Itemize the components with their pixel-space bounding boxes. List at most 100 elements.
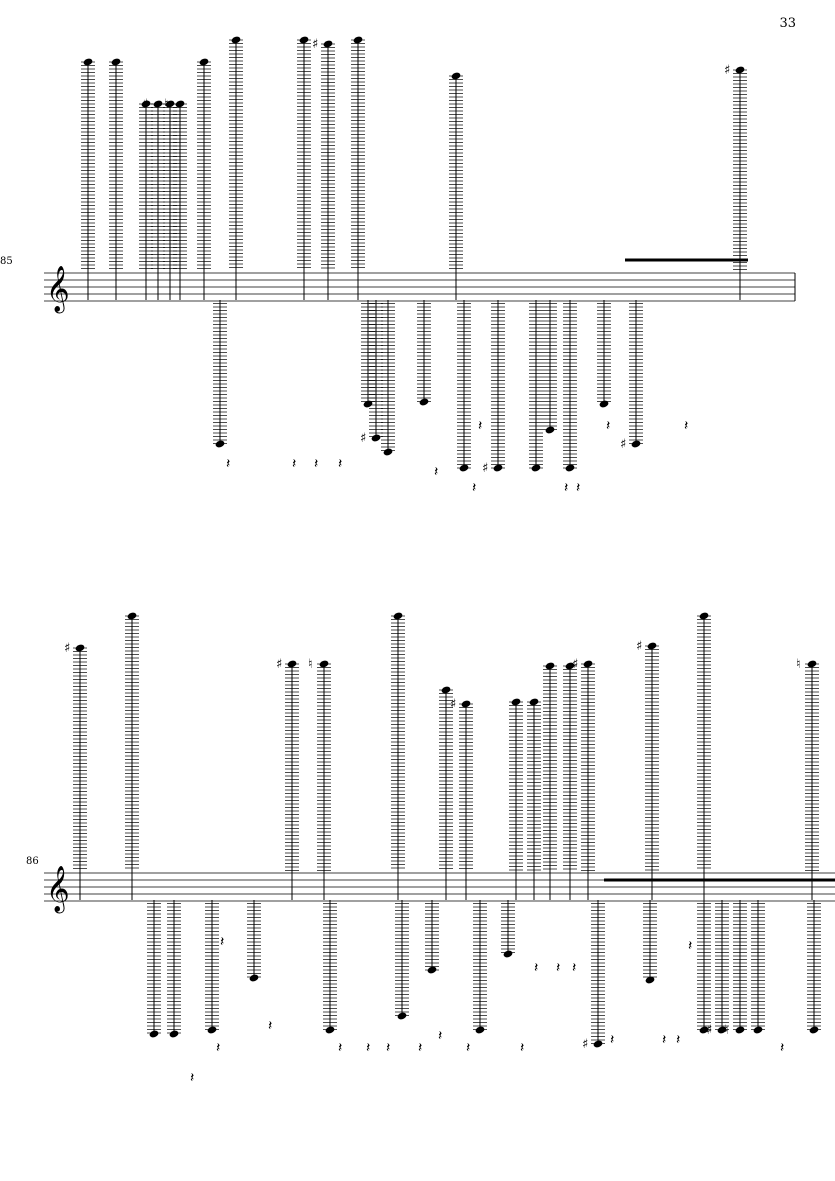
sharp-icon: ♯ (276, 657, 282, 672)
rest-icon: 𝄽 (606, 418, 610, 434)
rest-icon: 𝄽 (314, 456, 318, 472)
rest-icon: 𝄽 (478, 418, 482, 434)
sharp-icon: ♯ (360, 431, 366, 446)
note-head (807, 660, 817, 668)
sharp-icon: ♯ (64, 641, 70, 656)
note-head (83, 58, 93, 66)
natural-icon: ♮ (796, 657, 801, 672)
note-group: ♯♯♮♯♯♯♯♯♮♮𝄽𝄽𝄽𝄽𝄽𝄽𝄽𝄽𝄽𝄽𝄽𝄽𝄽𝄽𝄽𝄽𝄽𝄽𝄽 (64, 612, 835, 1086)
note-head (631, 440, 641, 448)
sharp-icon: ♯ (706, 1023, 712, 1038)
rest-icon: 𝄽 (386, 1040, 390, 1056)
measure-number: 86 (26, 856, 39, 867)
note-head (127, 612, 137, 620)
natural-icon: ♮ (724, 1023, 729, 1038)
note-head (397, 1012, 407, 1020)
sharp-icon: ♯ (582, 1037, 588, 1052)
note-head (699, 612, 709, 620)
rest-icon: 𝄽 (688, 938, 692, 954)
rest-icon: 𝄽 (434, 464, 438, 480)
note-head (699, 1026, 709, 1034)
note-head (511, 698, 521, 706)
note-head (165, 100, 175, 108)
rest-icon: 𝄽 (466, 1040, 470, 1056)
note-head (419, 398, 429, 406)
sharp-icon: ♯ (482, 461, 488, 476)
sharp-icon: ♯ (724, 63, 730, 78)
note-head (565, 662, 575, 670)
note-head (503, 950, 513, 958)
note-head (427, 966, 437, 974)
note-head (141, 100, 151, 108)
note-head (529, 698, 539, 706)
note-head (393, 612, 403, 620)
note-head (593, 1040, 603, 1048)
sharp-icon: ♯ (312, 37, 318, 52)
rest-icon: 𝄽 (564, 480, 568, 496)
note-head (207, 1026, 217, 1034)
rest-icon: 𝄽 (418, 1040, 422, 1056)
measure-number: 85 (0, 256, 13, 267)
sharp-icon: ♯ (142, 97, 148, 112)
rest-icon: 𝄽 (190, 1070, 194, 1086)
rest-icon: 𝄽 (220, 934, 224, 950)
sharp-icon: ♯ (572, 657, 578, 672)
note-head (461, 700, 471, 708)
staff-system: 𝄞 ♯♯♮♯♯♯♯♯♮♮𝄽𝄽𝄽𝄽𝄽𝄽𝄽𝄽𝄽𝄽𝄽𝄽𝄽𝄽𝄽𝄽𝄽𝄽𝄽 (44, 612, 835, 1086)
note-head (383, 448, 393, 456)
rest-icon: 𝄽 (472, 480, 476, 496)
rest-icon: 𝄽 (338, 456, 342, 472)
page-number: 33 (779, 16, 796, 31)
sharp-icon: ♯ (636, 639, 642, 654)
rest-icon: 𝄽 (662, 1032, 666, 1048)
rest-icon: 𝄽 (572, 960, 576, 976)
note-head (451, 72, 461, 80)
rest-icon: 𝄽 (676, 1032, 680, 1048)
note-head (75, 644, 85, 652)
rest-icon: 𝄽 (556, 960, 560, 976)
rest-icon: 𝄽 (226, 456, 230, 472)
note-head (493, 464, 503, 472)
note-head (753, 1026, 763, 1034)
rest-icon: 𝄽 (534, 960, 538, 976)
note-head (249, 974, 259, 982)
rest-icon: 𝄽 (216, 1040, 220, 1056)
note-group: ♯♮♯♯♯♯♯𝄽𝄽𝄽𝄽𝄽𝄽𝄽𝄽𝄽𝄽𝄽 (81, 36, 748, 496)
staff-lines (44, 272, 795, 302)
staff-system: 𝄞 ♯♮♯♯♯♯♯𝄽𝄽𝄽𝄽𝄽𝄽𝄽𝄽𝄽𝄽𝄽 (44, 36, 796, 496)
note-head (565, 464, 575, 472)
note-head (475, 1026, 485, 1034)
treble-clef-icon: 𝄞 (46, 266, 70, 314)
note-head (735, 66, 745, 74)
rest-icon: 𝄽 (292, 456, 296, 472)
rest-icon: 𝄽 (684, 418, 688, 434)
rest-icon: 𝄽 (338, 1040, 342, 1056)
note-head (459, 464, 469, 472)
note-head (319, 660, 329, 668)
note-head (735, 1026, 745, 1034)
natural-icon: ♮ (308, 657, 313, 672)
rest-icon: 𝄽 (780, 1040, 784, 1056)
natural-icon: ♮ (164, 97, 169, 112)
note-head (149, 1030, 159, 1038)
note-head (169, 1030, 179, 1038)
rest-icon: 𝄽 (438, 1028, 442, 1044)
note-head (353, 36, 363, 44)
note-head (323, 40, 333, 48)
note-head (371, 434, 381, 442)
note-head (215, 440, 225, 448)
note-head (717, 1026, 727, 1034)
note-head (231, 36, 241, 44)
sharp-icon: ♯ (450, 697, 456, 712)
note-head (645, 976, 655, 984)
note-head (287, 660, 297, 668)
note-head (441, 686, 451, 694)
note-head (153, 100, 163, 108)
note-head (199, 58, 209, 66)
note-head (325, 1026, 335, 1034)
rest-icon: 𝄽 (610, 1032, 614, 1048)
note-head (599, 400, 609, 408)
note-head (531, 464, 541, 472)
note-head (111, 58, 121, 66)
